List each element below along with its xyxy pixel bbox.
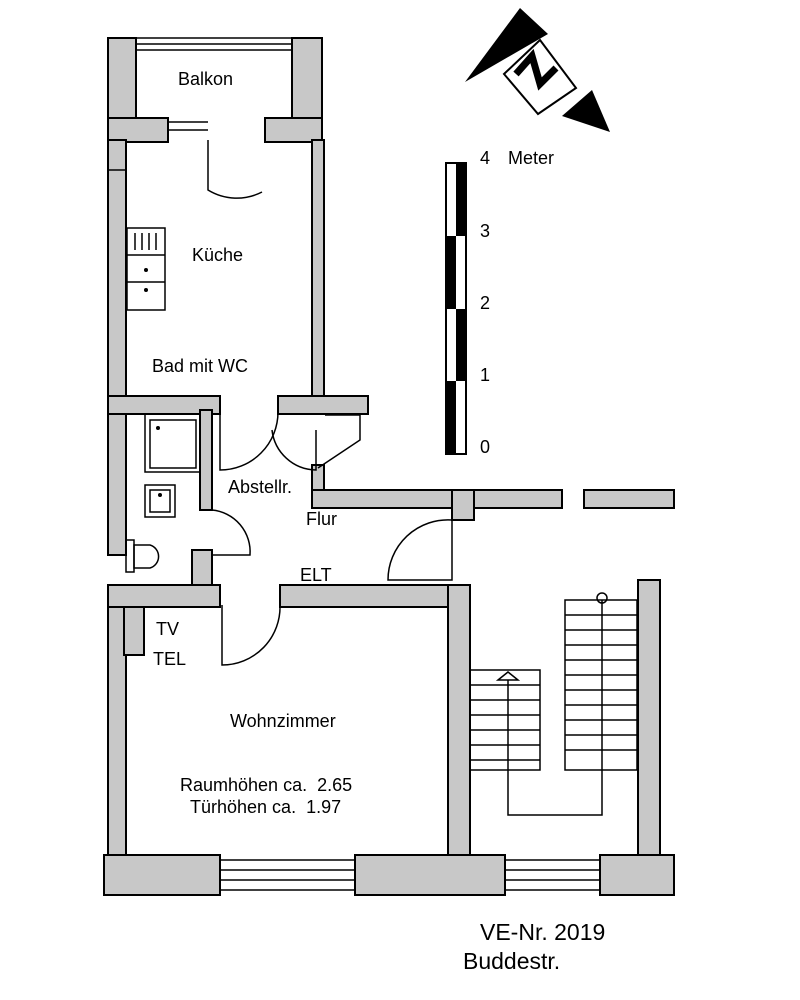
shower-icon: [144, 413, 201, 473]
label-flur: Flur: [306, 509, 337, 529]
flur-top-wall-step: [451, 489, 475, 521]
stairwell-top-wall: [583, 489, 675, 509]
living-top-wall-left: [107, 584, 221, 608]
north-arrow-icon: [465, 8, 610, 132]
scale-tick-1: 1: [480, 365, 490, 385]
door-kitchen-swing: [219, 411, 279, 471]
bottom-wall-3: [599, 854, 675, 896]
windows: [108, 37, 601, 891]
scale-seg-2: [446, 236, 456, 309]
footer-ve-nr: VE-Nr. 2019: [480, 919, 605, 945]
stairwell-right-wall: [637, 579, 661, 859]
label-tel: TEL: [153, 649, 186, 669]
label-tv: TV: [156, 619, 179, 639]
scale-bar: 4 Meter 3 2 1 0: [445, 148, 554, 457]
fixtures: [125, 227, 638, 816]
label-abstell: Abstellr.: [228, 477, 292, 497]
label-raumhoehen: Raumhöhen ca. 2.65: [180, 775, 352, 795]
scale-seg-4: [446, 381, 456, 454]
bath-right-wall: [199, 409, 213, 511]
left-outer-wall-upper: [107, 139, 127, 556]
label-elt: ELT: [300, 565, 332, 585]
living-right-wall: [447, 584, 471, 858]
annotations: ELT TV TEL Raumhöhen ca. 2.65 Türhöhen c…: [153, 565, 352, 817]
door-living-swing: [221, 604, 281, 666]
toilet-icon: [125, 539, 160, 573]
door-bath-swing: [211, 509, 251, 556]
kitchen-top-wall-right: [264, 117, 323, 143]
scale-tick-2: 2: [480, 293, 490, 313]
washbasin-icon: [144, 484, 176, 518]
door-balkon-swing: [207, 140, 263, 199]
label-balkon: Balkon: [178, 69, 233, 89]
bottom-wall-1: [103, 854, 221, 896]
walls: [103, 37, 675, 896]
door-entrance-swing: [387, 519, 453, 581]
footer-street: Buddestr.: [463, 948, 560, 974]
scale-tick-3: 3: [480, 221, 490, 241]
living-top-wall-right: [279, 584, 469, 608]
window-kitchen-balkon: [168, 121, 208, 131]
kitchen-sink-icon: [126, 227, 166, 311]
window-balkon: [136, 37, 292, 51]
scale-seg-3: [456, 309, 466, 381]
label-bad: Bad mit WC: [152, 356, 248, 376]
scale-tick-4: 4: [480, 148, 490, 168]
stairs-icon: [469, 592, 638, 816]
door-storage-swing: [271, 429, 317, 471]
bottom-wall-2: [354, 854, 506, 896]
room-labels: Balkon Küche Bad mit WC Abstellr. Flur W…: [152, 69, 337, 731]
doors: [207, 140, 453, 666]
kitchen-right-wall: [311, 139, 325, 398]
scale-unit: Meter: [508, 148, 554, 168]
living-pillar: [123, 606, 145, 656]
kitchen-top-wall-left: [107, 117, 169, 143]
scale-seg-1: [456, 163, 466, 236]
label-tuerhoehen: Türhöhen ca. 1.97: [190, 797, 341, 817]
door-storage-leaf: [317, 414, 361, 469]
scale-tick-0: 0: [480, 437, 490, 457]
label-kueche: Küche: [192, 245, 243, 265]
label-wohnzimmer: Wohnzimmer: [230, 711, 336, 731]
kitchen-storage-wall: [277, 395, 369, 415]
window-living: [219, 859, 356, 891]
window-stairwell: [504, 859, 601, 891]
flur-top-wall: [311, 489, 563, 509]
footer: VE-Nr. 2019 Buddestr.: [463, 919, 605, 974]
